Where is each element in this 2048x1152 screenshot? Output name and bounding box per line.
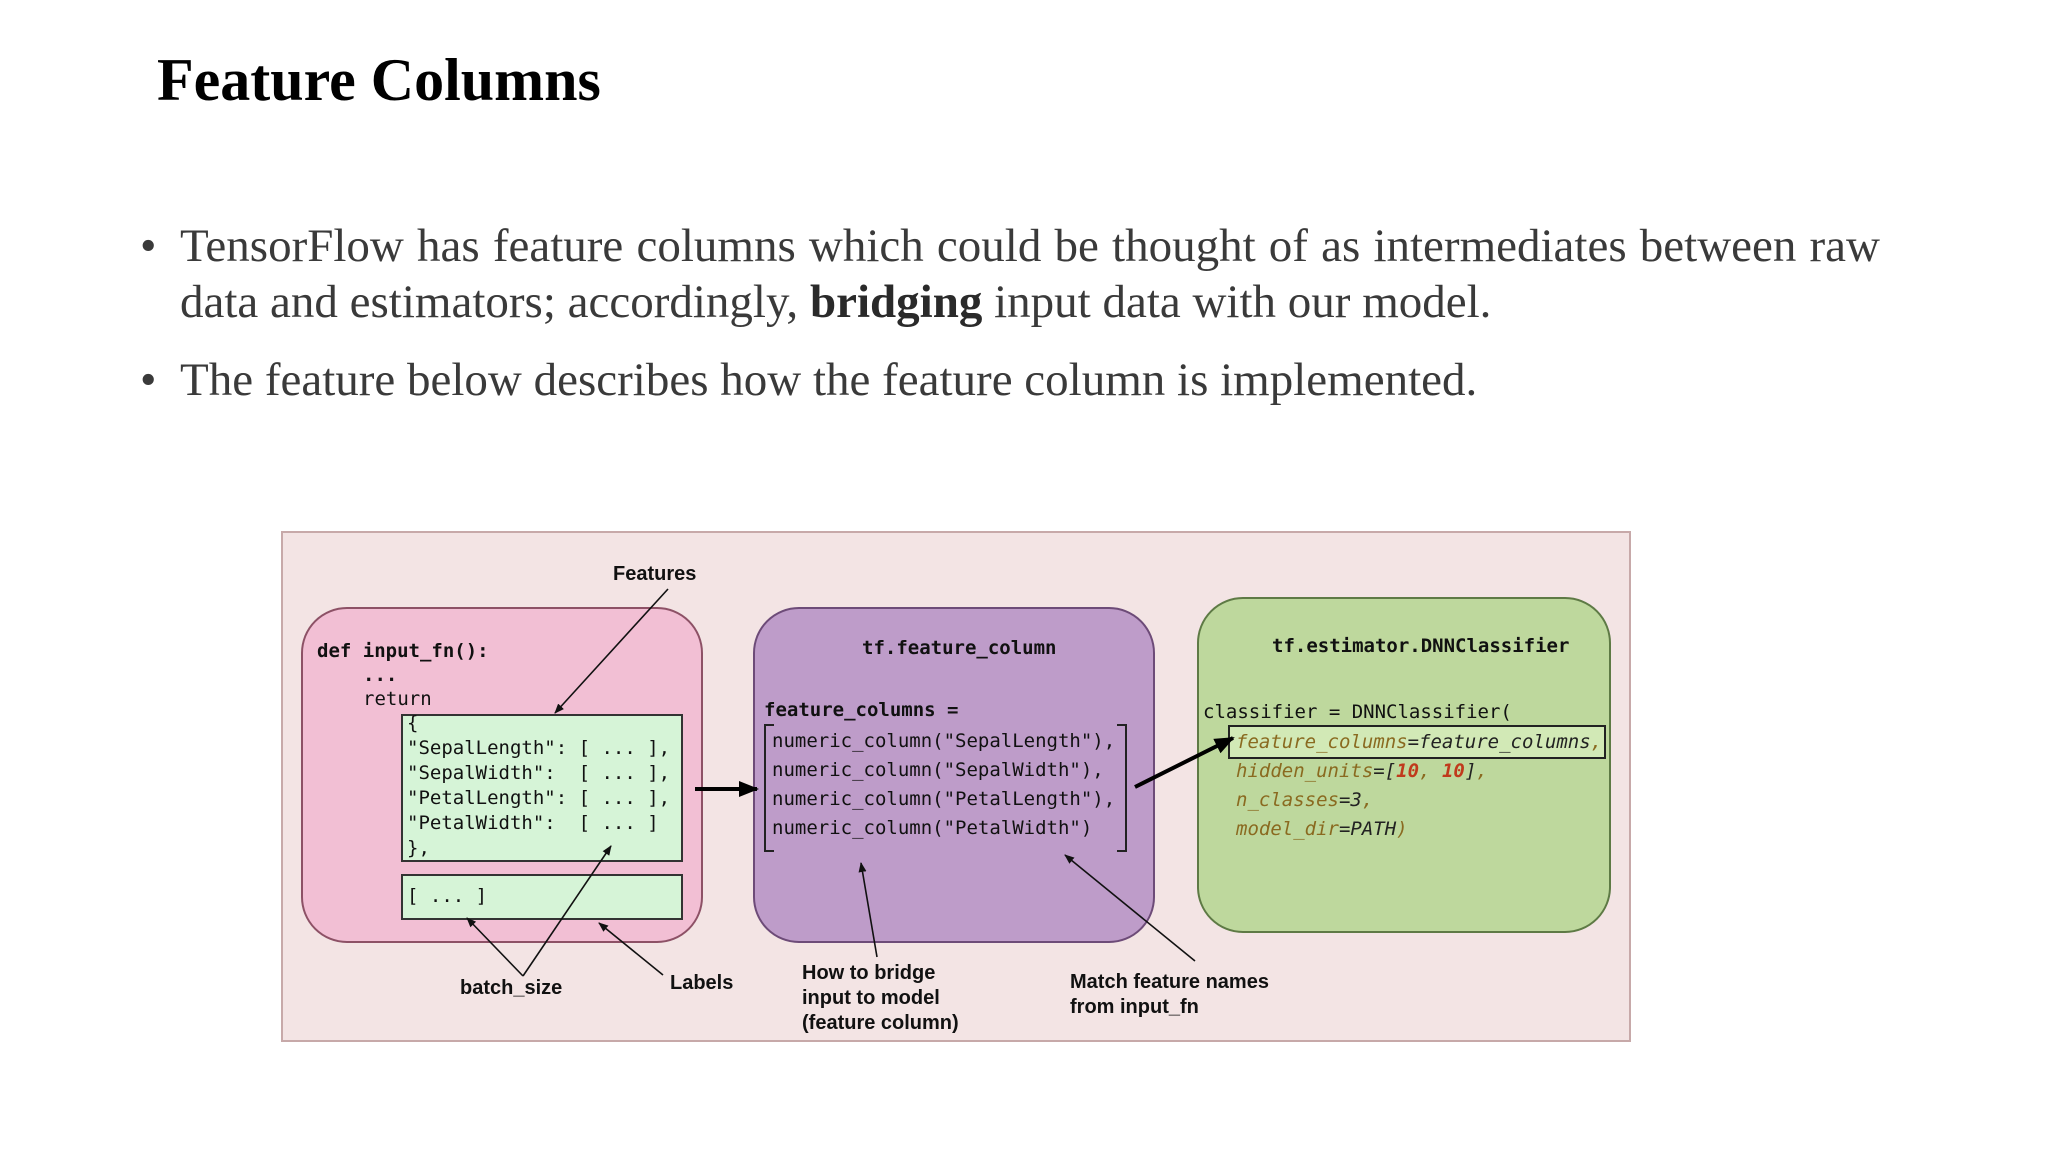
dict-line-sepal-width: "SepalWidth": [ ... ],	[407, 762, 671, 784]
features-dict-box	[401, 714, 683, 862]
bullet-item: • TensorFlow has feature columns which c…	[140, 218, 1880, 330]
diagram-arrows	[466, 588, 1235, 977]
how-to-bridge-line-3: (feature column)	[802, 1012, 959, 1034]
param-value: 3	[1350, 789, 1362, 811]
bullet-dot: •	[140, 220, 157, 272]
numeric-column-sepal-length: numeric_column("SepalLength"),	[772, 730, 1116, 752]
numeric-column-petal-width: numeric_column("PetalWidth")	[772, 817, 1093, 839]
param-name: n_classes	[1236, 789, 1339, 811]
param-number: 10	[1396, 760, 1420, 782]
how-to-bridge-line-1: How to bridge	[802, 962, 936, 984]
dict-open: {	[407, 712, 419, 734]
param-n-classes: n_classes=3,	[1236, 789, 1374, 811]
param-hidden-units: hidden_units=[10, 10],	[1236, 760, 1488, 782]
match-names-line-1: Match feature names	[1070, 971, 1269, 993]
param-name: model_dir	[1236, 818, 1339, 840]
bullet-bold-word: bridging	[809, 276, 983, 328]
param-number: 10	[1441, 760, 1465, 782]
return-line: return	[363, 688, 432, 710]
bullet-text-start: TensorFlow has feature columns which cou…	[180, 220, 1880, 328]
param-name: hidden_units	[1236, 760, 1374, 782]
bullet-text-end: input data with our model.	[982, 276, 1492, 328]
feature-column-box	[753, 607, 1155, 943]
def-line: def input_fn():	[317, 640, 489, 662]
batch-size-arrow-to-dict	[522, 845, 612, 977]
param-value: feature_columns	[1419, 731, 1591, 753]
bridge-arrow	[858, 862, 878, 958]
features-label: Features	[613, 563, 697, 585]
param-feature-columns: feature_columns=feature_columns,	[1236, 731, 1603, 753]
dict-line-petal-width: "PetalWidth": [ ... ]	[407, 812, 659, 834]
bullet-item: • The feature below describes how the fe…	[140, 352, 1880, 408]
feature-columns-highlight	[1228, 725, 1606, 759]
right-bracket	[1117, 724, 1127, 852]
labels-label: Labels	[670, 972, 734, 994]
numeric-column-sepal-width: numeric_column("SepalWidth"),	[772, 759, 1104, 781]
feature-to-estimator-arrow	[1134, 736, 1235, 789]
param-name: feature_columns	[1236, 731, 1408, 753]
dict-line-petal-length: "PetalLength": [ ... ],	[407, 787, 671, 809]
match-names-arrow	[1064, 854, 1196, 962]
labels-box	[401, 874, 683, 920]
batch-size-label: batch_size	[460, 977, 563, 999]
feature-column-header: tf.feature_column	[862, 637, 1057, 659]
bullet-list: • TensorFlow has feature columns which c…	[140, 218, 1880, 430]
estimator-box	[1197, 597, 1611, 933]
bullet-text: The feature below describes how the feat…	[180, 354, 1478, 406]
batch-size-arrow-to-labels	[466, 917, 524, 977]
slide-title: Feature Columns	[157, 47, 601, 113]
estimator-header: tf.estimator.DNNClassifier	[1272, 635, 1570, 657]
dict-close: },	[407, 837, 430, 859]
left-bracket	[764, 724, 774, 852]
param-value: PATH	[1350, 818, 1397, 840]
how-to-bridge-line-2: input to model	[802, 987, 940, 1009]
feature-columns-assign: feature_columns =	[764, 699, 959, 721]
numeric-column-petal-length: numeric_column("PetalLength"),	[772, 788, 1116, 810]
param-model-dir: model_dir=PATH)	[1236, 818, 1408, 840]
ellipsis-line: ...	[363, 664, 398, 686]
bullet-dot: •	[140, 354, 157, 406]
labels-arrow	[598, 922, 664, 976]
features-arrow	[554, 588, 669, 714]
feature-column-diagram: Features batch_size Labels How to bridge…	[281, 531, 1631, 1042]
labels-value: [ ... ]	[407, 885, 488, 907]
match-names-line-2: from input_fn	[1070, 996, 1199, 1018]
dict-line-sepal-length: "SepalLength": [ ... ],	[407, 737, 671, 759]
classifier-call: classifier = DNNClassifier(	[1203, 701, 1512, 723]
